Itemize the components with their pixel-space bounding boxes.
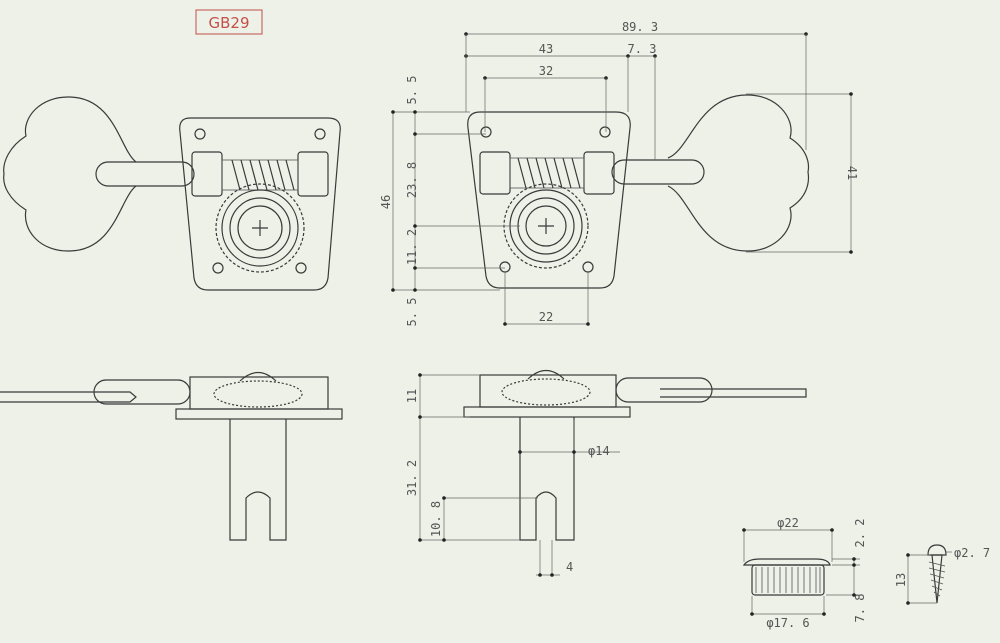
housing-side	[479, 374, 617, 408]
tuner-key-shaft	[611, 159, 705, 185]
dim-bushing-phi17-6: φ17. 6	[766, 616, 809, 630]
side-view-right	[463, 369, 807, 541]
tuner-key-shaft	[95, 161, 195, 187]
dim-low-11-2: 11. 2	[405, 229, 419, 265]
mount-hole	[599, 126, 611, 138]
dim-post-31-2: 31. 2	[405, 460, 419, 496]
mount-hole	[582, 261, 594, 273]
worm-bearing	[583, 151, 615, 195]
gear-side	[213, 380, 303, 408]
base-plate-side	[463, 406, 631, 418]
worm-screw	[509, 157, 585, 189]
dimensions-side: 11 31. 2 10. 8 φ14 4	[405, 373, 620, 577]
side-view-left	[0, 371, 343, 541]
mount-hole	[194, 128, 206, 140]
dim-mid-23-8: 23. 8	[405, 162, 419, 198]
screw-detail: 13 φ2. 7	[894, 544, 990, 605]
housing-side	[189, 376, 329, 410]
dim-bushing-7-8: 7. 8	[853, 594, 867, 623]
gear-side	[501, 378, 591, 406]
string-post-side	[229, 419, 287, 541]
mount-hole	[212, 262, 224, 274]
mount-hole	[314, 128, 326, 140]
string-post-side	[519, 417, 575, 541]
dim-bushing-phi22: φ22	[777, 516, 799, 530]
gear-dome	[239, 371, 277, 382]
tuner-housing-plate	[467, 111, 631, 289]
tuner-key-button	[3, 96, 137, 252]
tuner-key-side	[660, 388, 807, 398]
front-view-left	[3, 96, 341, 291]
bushing-body	[751, 564, 825, 596]
worm-gear	[215, 183, 305, 273]
dim-button-41: 41	[845, 166, 859, 180]
model-badge: GB29	[195, 9, 263, 35]
dim-screw-13: 13	[894, 573, 908, 587]
dim-body-11: 11	[405, 389, 419, 403]
dim-total-width: 89. 3	[622, 20, 658, 34]
tuner-key-side	[0, 391, 137, 403]
bushing-detail: φ22 φ17. 6 2. 2 7. 8	[742, 516, 867, 630]
mount-hole	[499, 261, 511, 273]
worm-screw	[221, 159, 299, 191]
mount-hole	[295, 262, 307, 274]
screw-shank	[931, 554, 943, 604]
dim-top-5-5: 5. 5	[405, 76, 419, 105]
worm-bearing	[479, 151, 511, 195]
dim-diameter-14: φ14	[588, 444, 610, 458]
model-label: GB29	[208, 14, 249, 32]
bushing-flange	[742, 558, 831, 566]
dim-slot-width-4: 4	[566, 560, 573, 574]
mount-hole	[480, 126, 492, 138]
dim-bottom-5-5: 5. 5	[405, 298, 419, 327]
dim-width-7-3: 7. 3	[628, 42, 657, 56]
worm-bearing	[191, 151, 223, 197]
tuner-key-shaft-side	[615, 377, 713, 403]
dim-width-32: 32	[539, 64, 553, 78]
base-plate-side	[175, 408, 343, 420]
screw-head	[927, 544, 947, 556]
dim-hole-spacing-22: 22	[539, 310, 553, 324]
dim-width-43: 43	[539, 42, 553, 56]
tuner-housing-plate	[179, 117, 341, 291]
gear-dome	[527, 369, 565, 380]
tuner-key-button	[667, 94, 810, 252]
dim-screw-phi2-7: φ2. 7	[954, 546, 990, 560]
dim-height-46: 46	[379, 195, 393, 209]
front-view-right	[467, 94, 810, 289]
dim-slot-10-8: 10. 8	[429, 501, 443, 537]
dimensions-front: 89. 3 43 7. 3 32 5. 5 23. 8 46 11. 2 5. …	[379, 20, 859, 326]
worm-bearing	[297, 151, 329, 197]
dim-bushing-2-2: 2. 2	[853, 519, 867, 548]
